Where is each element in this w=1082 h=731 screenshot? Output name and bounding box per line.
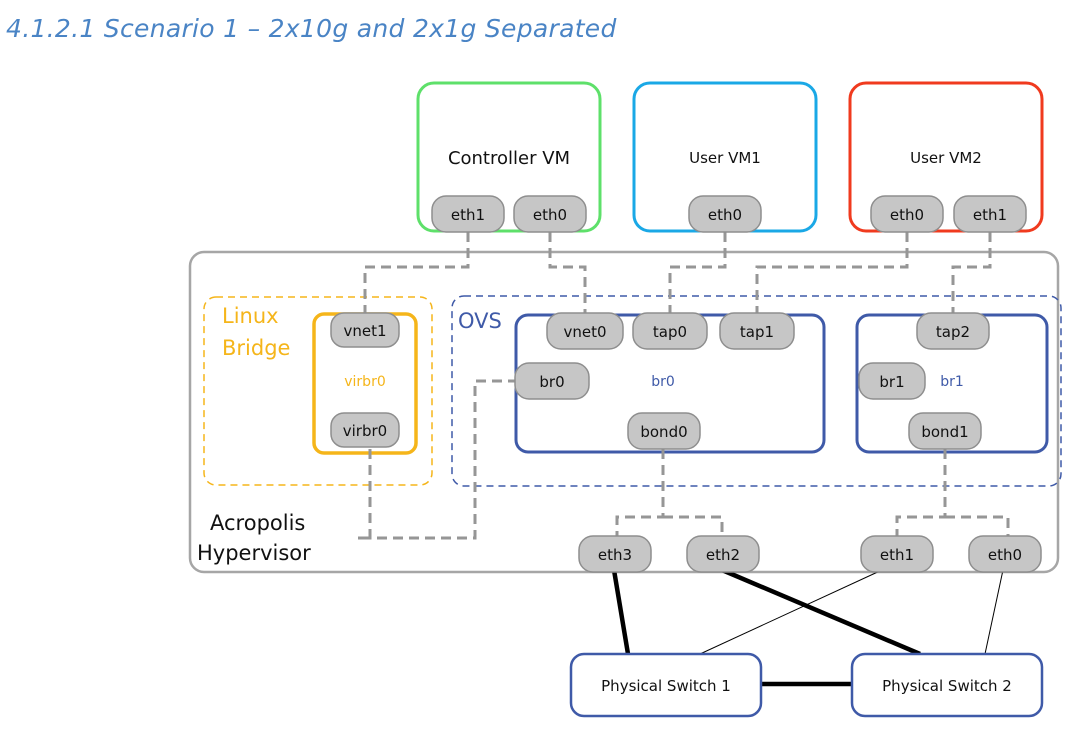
ovs-label: OVS	[458, 309, 502, 333]
hypervisor-label-line2: Hypervisor	[197, 541, 311, 565]
svg-text:tap0: tap0	[653, 323, 687, 341]
br1-bridge-name: br1	[940, 374, 964, 390]
port-vnet0: vnet0	[546, 312, 624, 350]
physical-switch-1-box	[569, 652, 763, 718]
svg-text:tap1: tap1	[740, 323, 774, 341]
virtual-links	[358, 232, 1010, 540]
controller-vm-label: Controller VM	[448, 148, 570, 169]
port-br0: br0	[514, 362, 590, 400]
br0-bridge-name: br0	[651, 374, 675, 390]
svg-text:br0: br0	[539, 373, 564, 391]
hypervisor-box	[188, 250, 1060, 574]
svg-text:eth0: eth0	[890, 206, 924, 224]
svg-text:eth1: eth1	[973, 206, 1007, 224]
physical-switch-2-label: Physical Switch 2	[882, 677, 1012, 695]
port-user-vm1-eth0: eth0	[688, 195, 762, 233]
svg-text:eth1: eth1	[880, 546, 914, 564]
linux-bridge-label-line1: Linux	[222, 304, 279, 328]
link-user2-eth1-tap2	[951, 232, 992, 316]
port-nic-eth1: eth1	[860, 535, 934, 573]
port-tap0: tap0	[632, 312, 708, 350]
port-bond1: bond1	[908, 412, 982, 450]
svg-text:eth0: eth0	[533, 206, 567, 224]
port-nic-eth3: eth3	[578, 535, 652, 573]
svg-text:vnet1: vnet1	[343, 322, 386, 340]
svg-text:virbr0: virbr0	[343, 422, 387, 440]
controller-vm-box	[416, 81, 602, 233]
svg-text:br1: br1	[879, 373, 904, 391]
linux-bridge-label-line2: Bridge	[222, 336, 290, 360]
port-vnet1: vnet1	[330, 312, 400, 348]
section-heading: 4.1.2.1 Scenario 1 – 2x10g and 2x1g Sepa…	[6, 14, 617, 43]
svg-text:eth2: eth2	[706, 546, 740, 564]
port-nic-eth2: eth2	[686, 535, 760, 573]
svg-text:eth0: eth0	[708, 206, 742, 224]
physical-links	[611, 567, 1004, 687]
link-bond1-eth0	[945, 515, 1010, 538]
svg-text:bond0: bond0	[640, 423, 687, 441]
user-vm2-box	[848, 81, 1044, 233]
cable-eth3-switch1	[611, 569, 631, 655]
port-br1: br1	[858, 362, 926, 400]
link-br0-port-uplink	[358, 379, 518, 540]
link-bond0-eth2	[663, 515, 724, 538]
port-user-vm2-eth1: eth1	[953, 195, 1027, 233]
port-controller-eth1: eth1	[431, 195, 505, 233]
cable-eth2-switch2	[721, 567, 921, 657]
link-ctrl-eth0-vnet0	[548, 232, 587, 316]
port-tap1: tap1	[719, 312, 795, 350]
port-controller-eth0: eth0	[513, 195, 587, 233]
port-virbr0: virbr0	[330, 412, 400, 448]
virbr0-bridge-name: virbr0	[344, 374, 385, 390]
link-bond0-eth3	[615, 449, 665, 538]
link-user2-eth0-tap1	[755, 232, 909, 316]
svg-text:bond1: bond1	[921, 423, 968, 441]
physical-switch-1-label: Physical Switch 1	[601, 677, 731, 695]
linux-bridge-box	[203, 296, 433, 486]
cable-eth1-switch1	[699, 569, 883, 655]
port-nic-eth0: eth0	[968, 535, 1042, 573]
port-user-vm2-eth0: eth0	[870, 195, 944, 233]
user-vm2-label: User VM2	[910, 149, 982, 167]
hypervisor-label-line1: Acropolis	[210, 511, 305, 535]
svg-text:eth1: eth1	[451, 206, 485, 224]
svg-text:vnet0: vnet0	[563, 323, 606, 341]
link-virbr0-uplink	[358, 449, 372, 540]
svg-text:eth3: eth3	[598, 546, 632, 564]
link-ctrl-eth1-vnet1	[363, 232, 470, 316]
link-user1-eth0-tap0	[668, 232, 727, 316]
link-bond1-eth1	[895, 449, 947, 538]
physical-switch-2-box	[850, 652, 1044, 718]
svg-text:eth0: eth0	[988, 546, 1022, 564]
user-vm1-label: User VM1	[689, 149, 761, 167]
port-bond0: bond0	[627, 412, 701, 450]
port-tap2: tap2	[916, 312, 990, 350]
cable-eth0-switch2	[984, 569, 1004, 655]
svg-text:tap2: tap2	[936, 323, 970, 341]
